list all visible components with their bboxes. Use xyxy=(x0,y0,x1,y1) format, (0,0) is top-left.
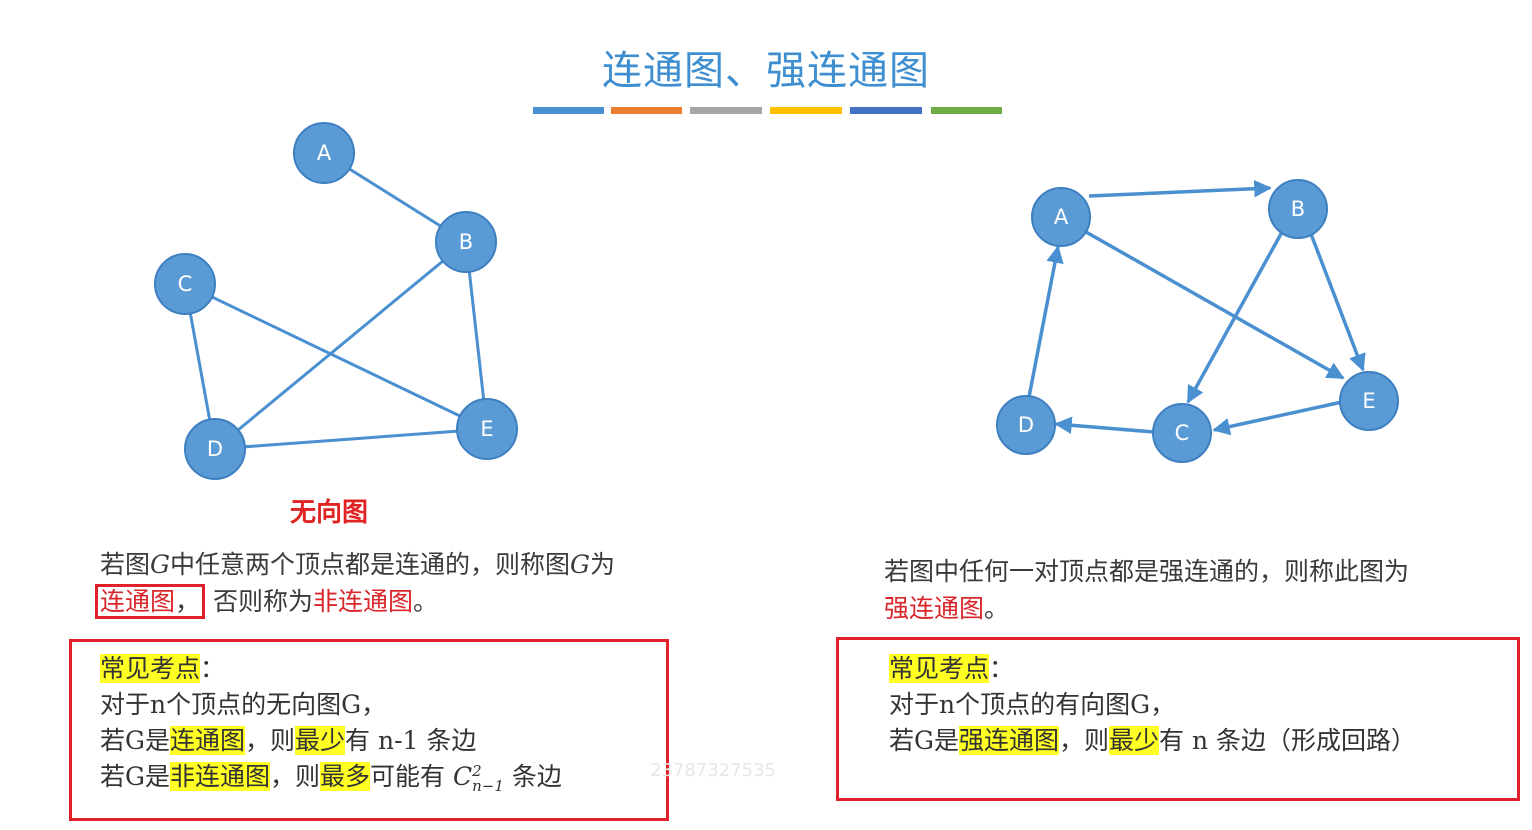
text-segment: ，则 xyxy=(245,726,296,755)
directed-definition: 若图中任何一对顶点都是强连通的，则称此图为 强连通图。 xyxy=(884,553,1409,627)
text-segment: C xyxy=(453,762,473,791)
arc-a-b xyxy=(1088,179,1272,198)
text-segment: 。 xyxy=(413,587,439,616)
undirected-definition: 若图G中任意两个顶点都是连通的，则称图G为 连通图， 否则称为非连通图。 xyxy=(95,546,615,620)
text-segment: G xyxy=(570,550,590,579)
svg-text:C: C xyxy=(178,272,193,296)
node-d: D xyxy=(184,418,246,480)
text-segment: 。 xyxy=(984,594,1010,623)
text-segment: 强连通图 xyxy=(958,726,1059,755)
directed-graph xyxy=(1027,179,1366,436)
exam-points-heading: 常见考点： xyxy=(100,651,562,687)
svg-text:D: D xyxy=(207,437,223,461)
undirected-caption: 无向图 xyxy=(290,498,369,528)
definition-line-2: 强连通图。 xyxy=(884,590,1409,627)
text-segment: 最少 xyxy=(1109,726,1160,755)
text-segment: 中任意两个顶点都是连通的，则称图 xyxy=(170,550,571,579)
arc-b-e xyxy=(1309,233,1366,372)
color-bar-segment xyxy=(770,107,842,114)
text-segment: 若G是 xyxy=(889,726,959,755)
text-segment: 连通图 xyxy=(169,726,245,755)
text-segment: ，则 xyxy=(1059,726,1110,755)
text-segment: ： xyxy=(200,654,226,683)
text-segment: 非连通图 xyxy=(169,762,270,791)
arc-c-d xyxy=(1054,416,1155,435)
watermark: 23787327535 xyxy=(650,760,776,781)
text-segment: 最多 xyxy=(320,762,371,791)
node-a: A xyxy=(1031,187,1091,247)
arc-e-c xyxy=(1212,400,1343,436)
text-segment: G xyxy=(150,550,170,579)
color-bar-segment xyxy=(931,107,1002,114)
strongly-connected-term: 强连通图 xyxy=(884,594,985,623)
color-bar-segment xyxy=(611,107,682,114)
text-segment: 可能有 xyxy=(370,762,446,791)
exam-point-line: 对于n个顶点的有向图G， xyxy=(889,690,1176,719)
node-a: A xyxy=(293,122,355,184)
text-segment: n−1 xyxy=(472,776,504,795)
arc-b-c xyxy=(1186,231,1284,404)
arc-d-a xyxy=(1027,245,1064,398)
text-segment: ， xyxy=(175,587,201,616)
edge-b-d xyxy=(214,240,467,451)
text-segment: ，则 xyxy=(270,762,321,791)
text-segment: 有 n 条边（形成回路） xyxy=(1159,726,1417,755)
node-e: E xyxy=(456,398,518,460)
slide-title: 连通图、强连通图 xyxy=(602,48,930,94)
node-b: B xyxy=(1268,179,1328,239)
text-segment: 若G是 xyxy=(100,726,170,755)
exam-point-line: 对于n个顶点的无向图G， xyxy=(100,690,387,719)
text-segment: ： xyxy=(989,654,1015,683)
exam-points-heading: 常见考点： xyxy=(889,651,1416,687)
text-segment: 若G是 xyxy=(100,762,170,791)
svg-text:C: C xyxy=(1175,421,1190,445)
node-c: C xyxy=(154,253,216,315)
disconnected-graph-term: 非连通图 xyxy=(313,587,414,616)
definition-line-1: 若图G中任意两个顶点都是连通的，则称图G为 xyxy=(100,546,615,583)
exam-point-line: 若G是连通图，则最少有 n-1 条边 xyxy=(100,723,562,759)
directed-exam-points: 常见考点： 对于n个顶点的有向图G， 若G是强连通图，则最少有 n 条边（形成回… xyxy=(889,651,1416,759)
text-segment: 有 n-1 条边 xyxy=(345,726,477,755)
text-segment: 2 xyxy=(472,761,482,780)
node-c: C xyxy=(1152,403,1212,463)
node-d: D xyxy=(996,395,1056,455)
text-segment: 连通图 xyxy=(100,587,176,616)
svg-text:E: E xyxy=(1362,389,1375,413)
svg-text:B: B xyxy=(1291,197,1305,221)
color-bar-segment xyxy=(690,107,762,114)
undirected-graph xyxy=(183,151,489,451)
node-e: E xyxy=(1339,371,1399,431)
edge-d-e xyxy=(214,427,488,451)
undirected-exam-points: 常见考点： 对于n个顶点的无向图G， 若G是连通图，则最少有 n-1 条边 若G… xyxy=(100,651,562,795)
svg-text:A: A xyxy=(1054,205,1069,229)
svg-text:A: A xyxy=(317,141,332,165)
edge-b-e xyxy=(464,241,489,430)
color-bar-segment xyxy=(533,107,604,114)
text-segment: 常见考点 xyxy=(889,654,990,683)
svg-text:B: B xyxy=(459,230,473,254)
definition-line-1: 若图中任何一对顶点都是强连通的，则称此图为 xyxy=(884,557,1410,586)
undirected-exam-points-box xyxy=(69,639,669,821)
svg-text:E: E xyxy=(480,417,493,441)
directed-exam-points-box xyxy=(836,637,1520,801)
text-segment: 若图 xyxy=(100,550,151,579)
exam-point-line: 若G是强连通图，则最少有 n 条边（形成回路） xyxy=(889,723,1416,759)
text-segment: 为 xyxy=(590,550,616,579)
text-segment: 常见考点 xyxy=(100,654,201,683)
text-segment: 条边 xyxy=(511,762,562,791)
arc-a-e xyxy=(1085,230,1345,380)
text-segment: 否则称为 xyxy=(212,587,313,616)
svg-text:D: D xyxy=(1018,413,1034,437)
directed-nodes: A B C D E xyxy=(996,179,1399,463)
definition-line-2: 连通图， 否则称为非连通图。 xyxy=(95,583,615,620)
text-segment: 最少 xyxy=(295,726,346,755)
node-b: B xyxy=(435,211,497,273)
color-bar-segment xyxy=(850,107,922,114)
connected-graph-term: 连通图， xyxy=(95,584,206,619)
edge-c-e xyxy=(184,282,488,431)
undirected-nodes: A B C D E xyxy=(154,122,518,480)
